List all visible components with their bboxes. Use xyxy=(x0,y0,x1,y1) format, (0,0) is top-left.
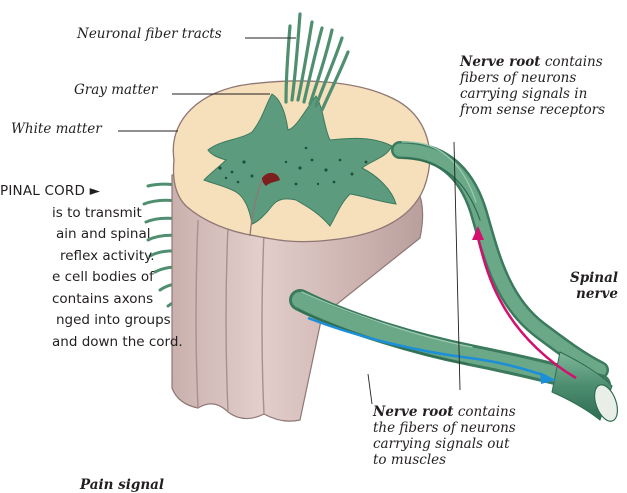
sensory-root-label: Nerve root contains fibers of neurons ca… xyxy=(460,54,605,118)
side-line-2: ain and spinal xyxy=(0,224,183,246)
side-line-4: e cell bodies of xyxy=(0,267,183,289)
sensory-root-bold: Nerve root xyxy=(460,54,541,70)
side-line-6: nged into groups xyxy=(0,310,183,332)
motor-root-label: Nerve root contains the fibers of neuron… xyxy=(373,404,516,468)
sensory-root-line-4: from sense receptors xyxy=(460,102,605,118)
motor-root-line-2: the fibers of neurons xyxy=(373,420,516,436)
side-line-3: reflex activity. xyxy=(0,246,183,268)
spinal-nerve-label: Spinal nerve xyxy=(562,270,618,302)
sensory-root-line-2: fibers of neurons xyxy=(460,70,576,86)
white-matter-label: White matter xyxy=(11,121,102,137)
sensory-root-line-3: carrying signals in xyxy=(460,86,587,102)
spinal-nerve-line-2: nerve xyxy=(576,286,618,302)
fiber-tracts-label: Neuronal fiber tracts xyxy=(77,26,222,42)
side-text-block: PINAL CORD ► is to transmit ain and spin… xyxy=(0,181,183,353)
spinal-nerve-line-1: Spinal xyxy=(570,270,618,286)
motor-root-line-4: to muscles xyxy=(373,452,446,468)
side-line-7: and down the cord. xyxy=(0,332,183,354)
side-line-1: is to transmit xyxy=(0,203,183,225)
side-line-5: contains axons xyxy=(0,289,183,311)
pain-signal-label: Pain signal xyxy=(80,477,164,493)
pain-signal-bold: Pain signal xyxy=(80,477,164,493)
sensory-root-line-1: contains xyxy=(541,54,603,70)
motor-root-line-3: carrying signals out xyxy=(373,436,510,452)
motor-root-line-1: contains xyxy=(454,404,516,420)
side-title: PINAL CORD ► xyxy=(0,181,183,203)
motor-root-bold: Nerve root xyxy=(373,404,454,420)
gray-matter-label: Gray matter xyxy=(74,82,157,98)
